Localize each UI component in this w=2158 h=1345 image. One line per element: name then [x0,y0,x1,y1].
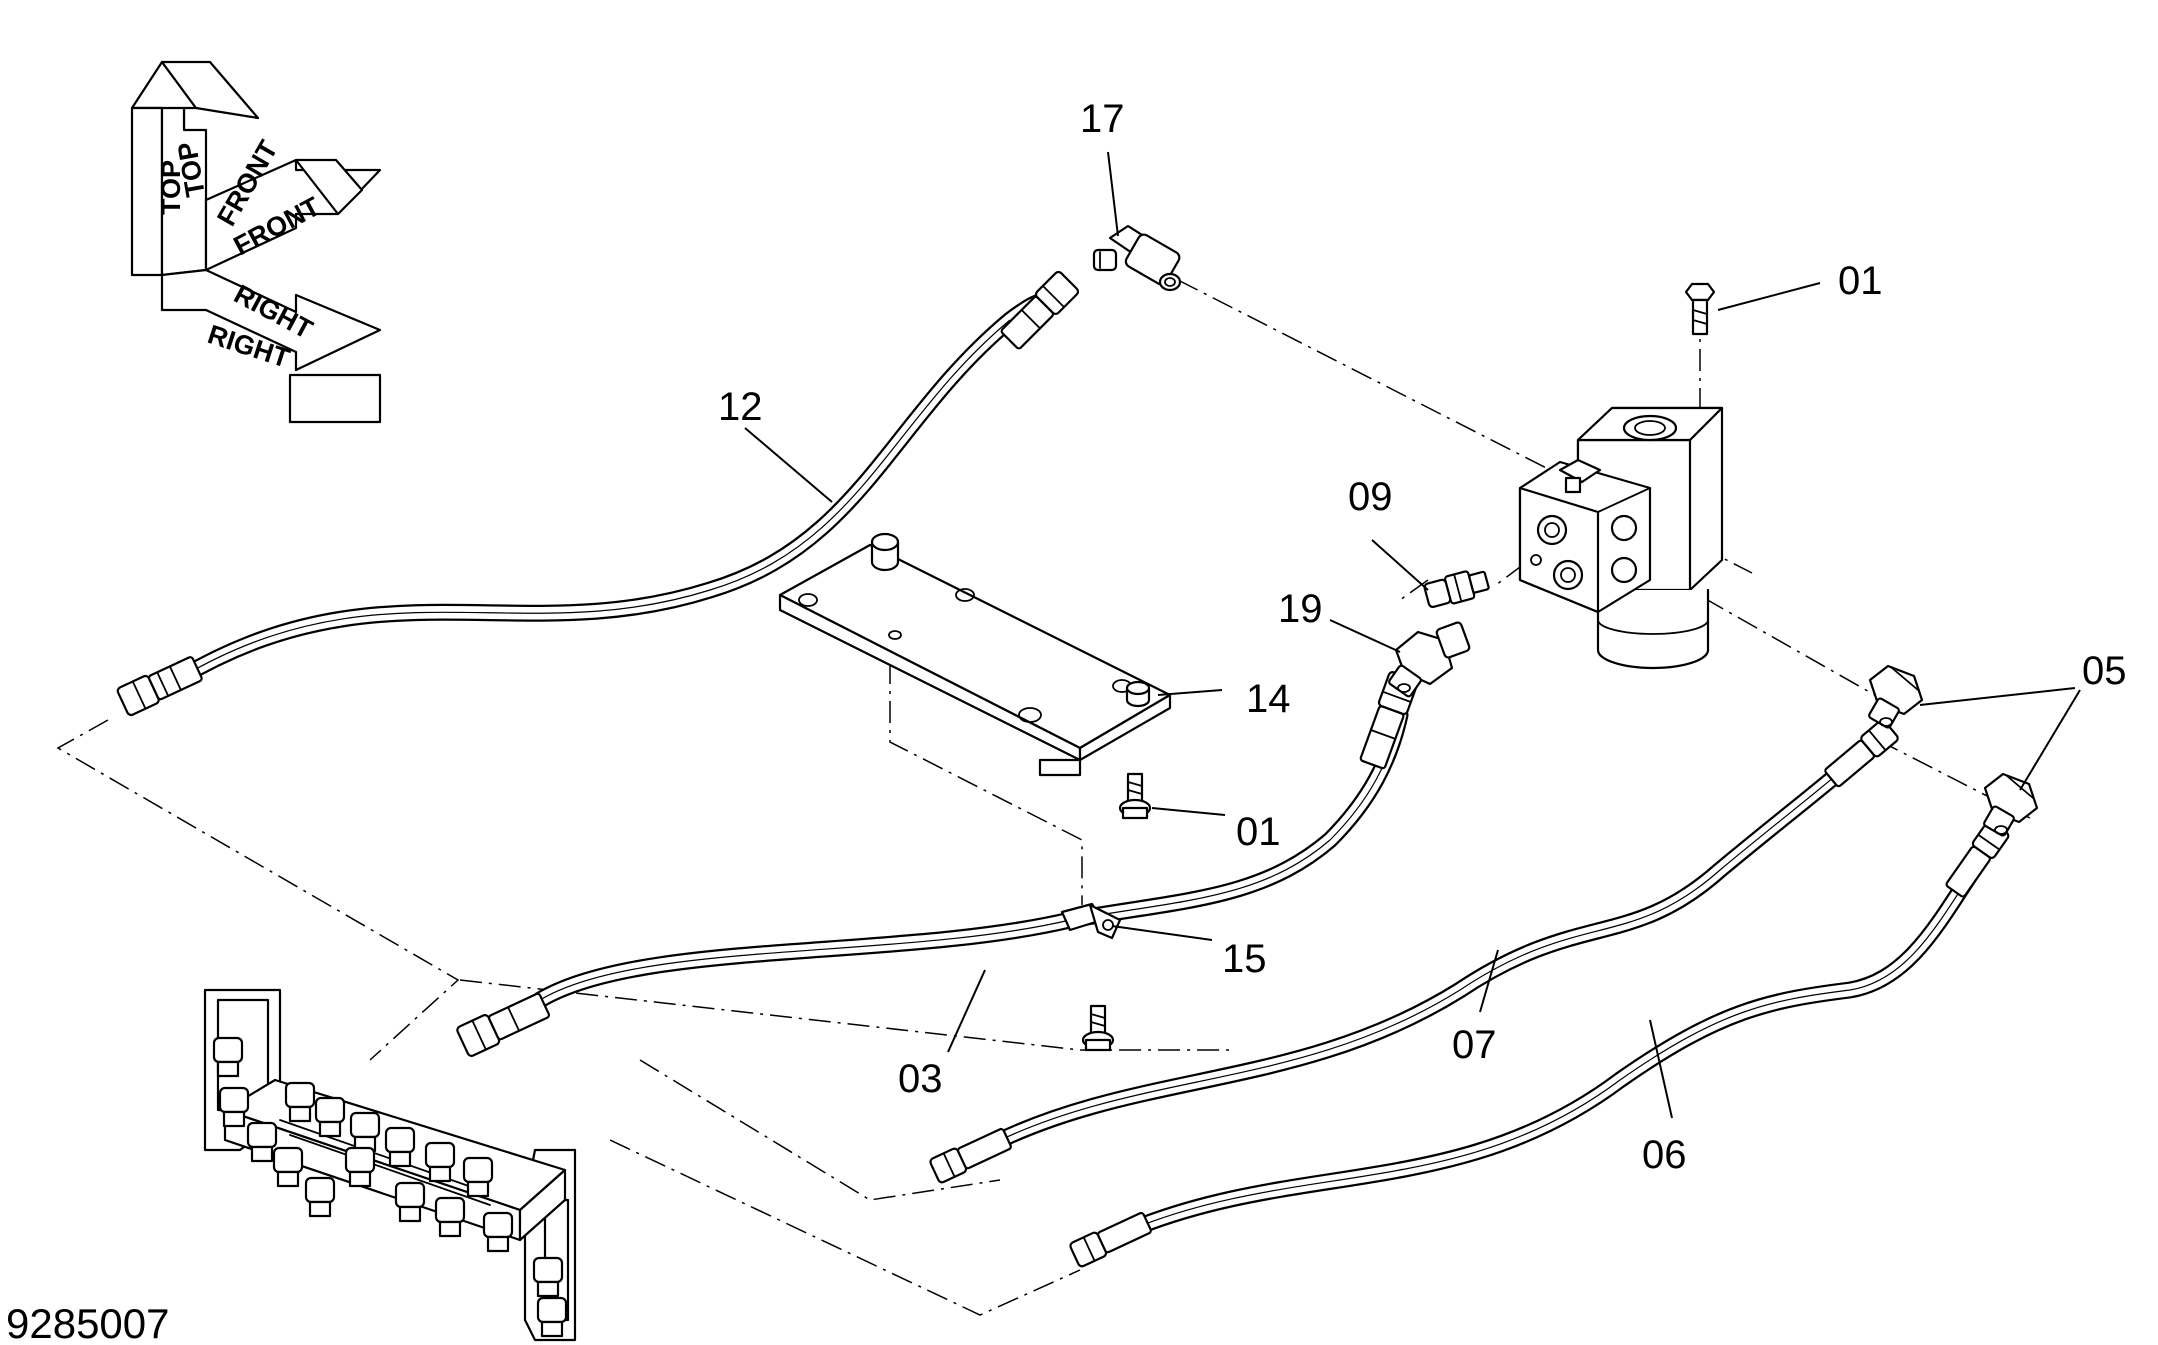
drawing-number: 9285007 [6,1300,170,1345]
mounting-plate-14 [778,532,1172,777]
plate-boss [870,532,900,572]
front-arrow [204,158,382,272]
callout-19: 19 [1278,587,1323,631]
hose-03 [531,706,1409,1009]
manifold-fittings [212,1036,568,1338]
callout-03: 03 [898,1057,943,1101]
callout-01-plate: 01 [1236,810,1281,854]
elbow-fitting-05-a [1868,664,1924,729]
callout-06: 06 [1642,1133,1687,1177]
callout-05: 05 [2082,649,2127,693]
callout-labels: 17 01 12 09 19 14 01 15 03 07 06 05 [718,97,2127,1177]
callout-01-top: 01 [1838,259,1883,303]
callout-07: 07 [1452,1023,1497,1067]
elbow-fitting-05-b [1983,772,2039,837]
bolt-clamp [1081,1004,1115,1052]
orientation-indicator: TOP TOP FRONT FRONT RIGHT RIGHT [130,60,382,424]
top-arrow [130,60,260,277]
callout-17: 17 [1080,97,1125,141]
hose-12 [171,291,1059,687]
steering-valve [1518,406,1724,670]
distribution-manifold [203,988,577,1342]
elbow-fitting-17 [1092,224,1182,292]
hose-06 [1121,851,1989,1239]
callout-09: 09 [1348,475,1393,519]
fitting-09 [1423,570,1490,609]
leader-lines [744,151,2081,1119]
bolt-01-plate [1118,772,1152,820]
top-label: TOP [156,160,186,215]
hose-07 [981,746,1869,1154]
plate-boss-2 [1125,680,1151,708]
callout-12: 12 [718,385,763,429]
callout-15: 15 [1222,937,1267,981]
callout-14: 14 [1246,677,1291,721]
fitting-19 [1388,621,1471,698]
hose-end-fittings [116,270,2010,1268]
clamp-15 [1060,902,1122,940]
bolt-01-valve [1684,282,1716,336]
right-arrow [160,268,382,424]
